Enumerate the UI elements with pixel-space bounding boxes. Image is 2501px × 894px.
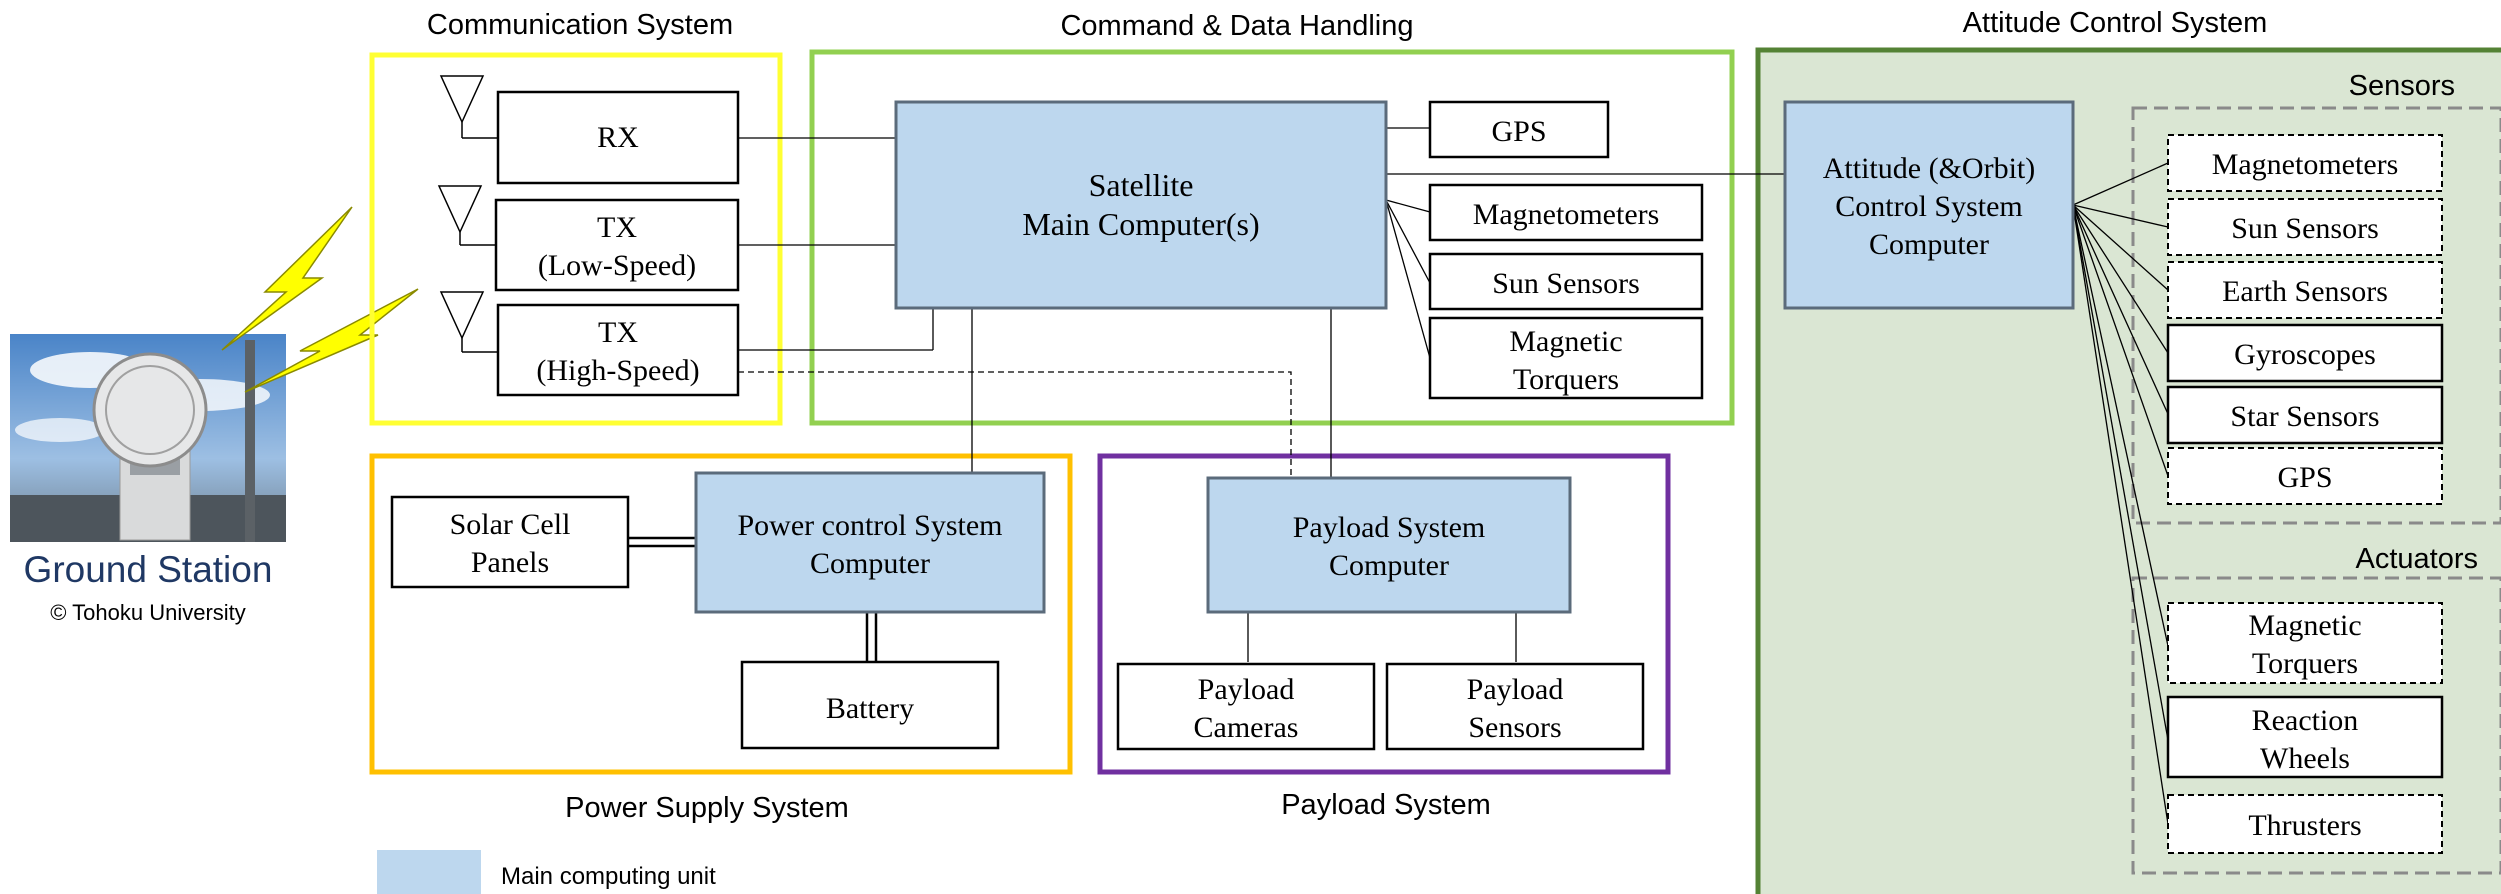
power-bus-lines bbox=[628, 536, 878, 662]
sensors-subgroup-frame bbox=[2131, 106, 2501, 525]
power-computer-label-1: Power control System bbox=[738, 509, 1003, 542]
actuator-item-label-2: Wheels bbox=[2260, 742, 2350, 775]
solar-cell-label-2: Panels bbox=[471, 546, 549, 579]
sensor-item-gyroscopes bbox=[2166, 323, 2444, 383]
sensor-item-label: Sun Sensors bbox=[2231, 212, 2379, 245]
main-computer-label-2: Main Computer(s) bbox=[1022, 206, 1259, 242]
actuators-title: Actuators bbox=[2356, 543, 2479, 575]
legend-swatch bbox=[377, 850, 481, 894]
payload-cameras-block bbox=[1116, 662, 1376, 751]
lightning-bolt-icon bbox=[221, 206, 353, 351]
actuator-item-label-2: Torquers bbox=[2252, 647, 2358, 680]
sensor-item-sun-sensors bbox=[2167, 198, 2443, 256]
magnetic-torquers-block bbox=[1428, 316, 1704, 400]
tx-low-speed-label-1: TX bbox=[597, 211, 637, 244]
sun-sensors-label: Sun Sensors bbox=[1492, 267, 1640, 300]
acs-computer-label-2: Control System bbox=[1835, 190, 2023, 223]
sensor-item-star-sensors bbox=[2166, 385, 2444, 445]
antenna-icon bbox=[439, 75, 498, 139]
magnetometers-block bbox=[1428, 183, 1704, 242]
battery-block bbox=[740, 660, 1000, 750]
payload-sensors-label-2: Sensors bbox=[1468, 711, 1561, 744]
actuator-item-label-1: Magnetic bbox=[2248, 609, 2361, 642]
ground-station-credit: © Tohoku University bbox=[50, 600, 246, 625]
tx-low-speed-block bbox=[494, 198, 740, 292]
sensor-item-gps bbox=[2167, 447, 2443, 505]
satellite-main-computer-block bbox=[894, 100, 1388, 310]
magnetic-torquers-label-1: Magnetic bbox=[1509, 325, 1622, 358]
acs-computer-label-1: Attitude (&Orbit) bbox=[1823, 152, 2035, 185]
sun-sensors-block bbox=[1428, 252, 1704, 311]
rx-block bbox=[496, 90, 740, 185]
magnetometers-label: Magnetometers bbox=[1473, 198, 1660, 231]
sensor-item-label: Magnetometers bbox=[2212, 148, 2399, 181]
actuator-item-magnetic-torquers bbox=[2167, 602, 2443, 684]
sensor-item-label: Earth Sensors bbox=[2222, 275, 2388, 308]
sensor-item-label: Star Sensors bbox=[2230, 400, 2379, 433]
power-supply-title: Power Supply System bbox=[565, 792, 849, 824]
payload-computer-block bbox=[1206, 476, 1572, 614]
sensor-item-label: Gyroscopes bbox=[2234, 338, 2376, 371]
payload-computer-label-1: Payload System bbox=[1293, 511, 1486, 544]
ground-station-label: Ground Station bbox=[24, 549, 273, 590]
command-data-title: Command & Data Handling bbox=[1060, 10, 1413, 42]
attitude-control-title: Attitude Control System bbox=[1963, 7, 2268, 39]
tx-high-speed-block bbox=[496, 303, 740, 397]
antenna-icon bbox=[437, 185, 496, 246]
actuator-item-label-1: Reaction bbox=[2252, 704, 2359, 737]
actuator-item-label-1: Thrusters bbox=[2248, 809, 2361, 842]
tx-high-speed-label-1: TX bbox=[598, 316, 638, 349]
solar-cell-panels-block bbox=[390, 495, 630, 589]
connector-lines bbox=[738, 127, 2001, 662]
attitude-control-computer-block bbox=[1783, 100, 2075, 310]
payload-cameras-label-1: Payload bbox=[1198, 673, 1295, 706]
command-data-group-frame bbox=[809, 49, 1735, 426]
payload-sensors-label-1: Payload bbox=[1467, 673, 1564, 706]
communication-system-title: Communication System bbox=[427, 9, 733, 41]
gps-label: GPS bbox=[1491, 115, 1546, 148]
connector-fanout-lines bbox=[2072, 162, 2169, 825]
high-speed-data-link bbox=[738, 371, 1292, 478]
actuator-item-reaction-wheels bbox=[2166, 695, 2444, 779]
payload-group-frame bbox=[1097, 453, 1671, 775]
tx-high-speed-label-2: (High-Speed) bbox=[536, 354, 699, 387]
solar-cell-label-1: Solar Cell bbox=[450, 508, 571, 541]
rx-label: RX bbox=[597, 121, 639, 154]
payload-system-title: Payload System bbox=[1281, 789, 1491, 821]
sensor-item-earth-sensors bbox=[2167, 261, 2443, 319]
payload-computer-label-2: Computer bbox=[1329, 549, 1449, 582]
payload-cameras-label-2: Cameras bbox=[1194, 711, 1299, 744]
sensor-item-label: GPS bbox=[2277, 461, 2332, 494]
acs-computer-label-3: Computer bbox=[1869, 228, 1989, 261]
sensors-title: Sensors bbox=[2349, 70, 2455, 102]
power-group-frame bbox=[369, 453, 1073, 775]
legend-label: Main computing unit bbox=[501, 863, 716, 890]
gps-block bbox=[1428, 100, 1610, 159]
communication-group-frame bbox=[369, 52, 783, 426]
tx-low-speed-label-2: (Low-Speed) bbox=[538, 249, 696, 282]
sensor-item-magnetometers bbox=[2167, 134, 2443, 192]
power-computer-label-2: Computer bbox=[810, 547, 930, 580]
power-control-computer-block bbox=[694, 471, 1046, 614]
actuators-subgroup-frame bbox=[2131, 576, 2501, 875]
lightning-bolt-icon bbox=[244, 288, 419, 393]
payload-sensors-block bbox=[1385, 662, 1645, 751]
actuator-item-thrusters bbox=[2167, 794, 2443, 854]
magnetic-torquers-label-2: Torquers bbox=[1513, 363, 1619, 396]
antenna-icon bbox=[439, 291, 498, 353]
main-computer-label-1: Satellite bbox=[1089, 167, 1194, 203]
ground-station-photo bbox=[10, 334, 286, 542]
battery-label: Battery bbox=[826, 692, 914, 725]
